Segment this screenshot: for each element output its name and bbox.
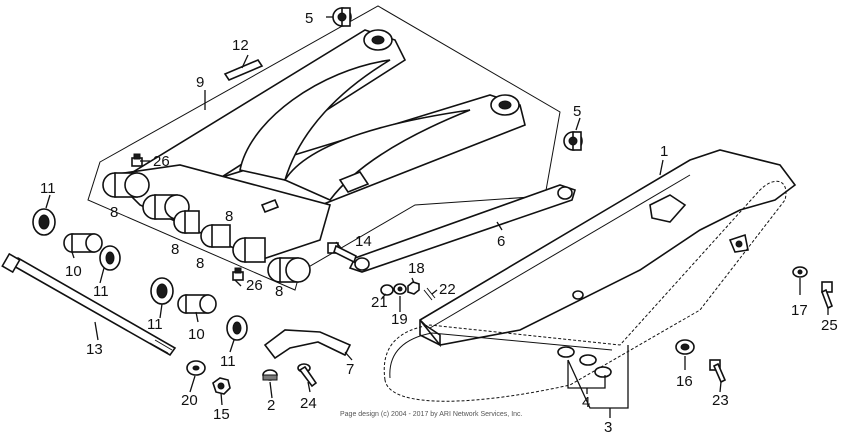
washer[interactable] [186, 360, 206, 376]
label-part-1: 1 [660, 143, 668, 160]
chain-case[interactable] [419, 149, 797, 348]
lock-washer-19[interactable] [393, 283, 407, 295]
label-part-4: 4 [582, 394, 590, 411]
collar-left[interactable] [63, 233, 103, 253]
pivot-bolt[interactable] [1, 252, 177, 357]
label-part-7: 7 [346, 361, 354, 378]
label-part-17: 17 [791, 302, 808, 319]
label-part-26a: 26 [153, 153, 170, 170]
label-part-15: 15 [213, 406, 230, 423]
label-plate[interactable] [223, 59, 264, 81]
label-part-11d: 11 [220, 353, 236, 370]
bushing-top[interactable] [332, 7, 352, 27]
drive-chain[interactable] [383, 180, 787, 402]
chain-master-link[interactable] [557, 346, 612, 378]
bolt-23[interactable] [709, 359, 727, 384]
cotter-pin-22[interactable] [423, 287, 436, 301]
washer-21[interactable] [380, 284, 394, 296]
label-part-8b: 8 [171, 241, 179, 258]
label-part-10a: 10 [65, 263, 82, 280]
torque-link-bolt[interactable] [327, 242, 357, 264]
label-part-5-top: 5 [305, 10, 313, 27]
label-part-3: 3 [604, 419, 612, 436]
pivot-bushings[interactable] [102, 172, 311, 283]
dust-seal-lower-right[interactable] [226, 315, 248, 341]
label-part-8d: 8 [225, 208, 233, 225]
label-part-23: 23 [712, 392, 729, 409]
label-part-11a: 11 [40, 180, 56, 197]
label-part-21: 21 [371, 294, 388, 311]
swingarm[interactable] [108, 29, 526, 261]
label-part-26b: 26 [246, 277, 263, 294]
dust-seal-upper-left[interactable] [32, 208, 56, 236]
label-part-12: 12 [232, 37, 249, 54]
label-part-25: 25 [821, 317, 838, 334]
bolt-24[interactable] [297, 363, 318, 388]
pivot-nut[interactable] [212, 377, 231, 395]
label-part-14: 14 [355, 233, 372, 250]
part-number-labels: 1 2 3 4 5 5 6 7 8 8 8 8 8 9 10 10 11 11 … [40, 10, 838, 436]
copyright-notice: Page design (c) 2004 - 2017 by ARI Netwo… [340, 411, 523, 418]
label-part-13: 13 [86, 341, 103, 358]
bushing-right[interactable] [563, 131, 583, 151]
grommet[interactable] [675, 339, 695, 355]
label-part-8a: 8 [110, 204, 118, 221]
label-part-6: 6 [497, 233, 505, 250]
nut-18[interactable] [407, 281, 420, 295]
torque-link[interactable] [348, 184, 576, 273]
label-part-10b: 10 [188, 326, 205, 343]
bolt-25[interactable] [820, 281, 834, 310]
label-part-8e: 8 [275, 283, 283, 300]
collar-small[interactable] [262, 369, 278, 381]
label-part-19: 19 [391, 311, 408, 328]
label-part-2: 2 [267, 397, 275, 414]
dust-seal-lower-left[interactable] [150, 277, 174, 305]
swingarm-assembly-outline [87, 5, 561, 291]
label-part-11b: 11 [93, 283, 109, 300]
grease-nipples[interactable] [131, 153, 244, 281]
label-part-20: 20 [181, 392, 198, 409]
dust-seal-mid-left[interactable] [99, 245, 121, 271]
label-part-22: 22 [439, 281, 456, 298]
label-part-8c: 8 [196, 255, 204, 272]
label-part-11c: 11 [147, 316, 163, 333]
label-part-24: 24 [300, 395, 317, 412]
label-part-5-right: 5 [573, 103, 581, 120]
label-part-9: 9 [196, 74, 204, 91]
leader-lines [45, 16, 829, 418]
collar-bottom[interactable] [177, 294, 217, 314]
label-part-18: 18 [408, 260, 425, 277]
washer-17[interactable] [792, 266, 808, 278]
chain-guide-bracket[interactable] [263, 329, 352, 360]
label-part-16: 16 [676, 373, 693, 390]
